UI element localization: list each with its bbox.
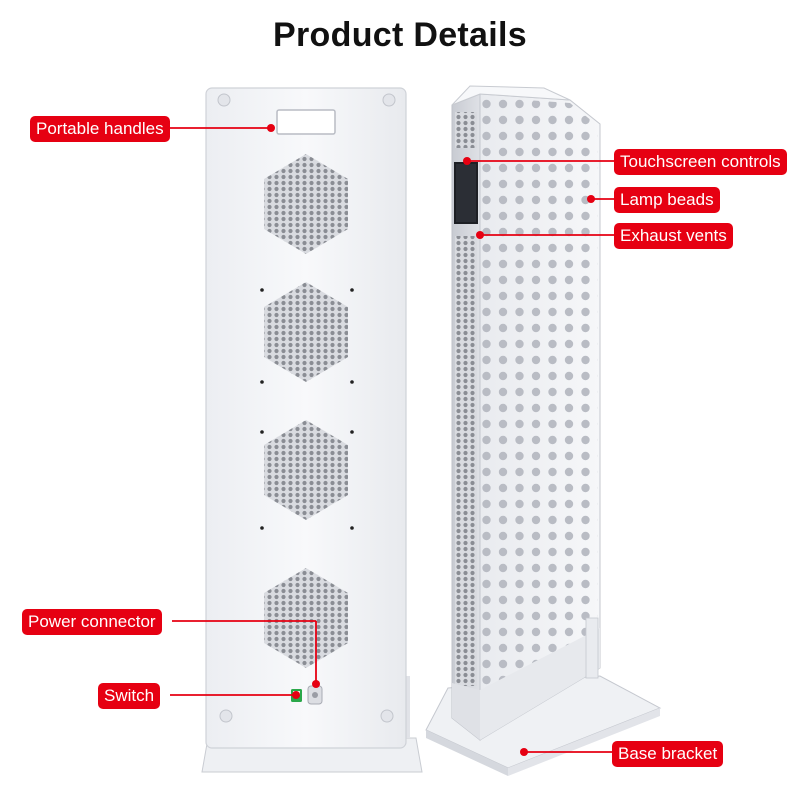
- callout-exhaust-vents: Exhaust vents: [614, 223, 733, 249]
- leader-dots: [267, 124, 595, 756]
- lamp-bead-array: [482, 97, 598, 737]
- fan-grille-2: [264, 282, 348, 382]
- callout-power-connector: Power connector: [22, 609, 162, 635]
- callout-lamp-beads: Lamp beads: [614, 187, 720, 213]
- callout-portable-handles: Portable handles: [30, 116, 170, 142]
- fan-grille-3: [264, 420, 348, 520]
- handle-slot: [276, 109, 336, 135]
- device-front-view: [425, 85, 662, 776]
- callout-touchscreen-controls: Touchscreen controls: [614, 149, 787, 175]
- device-back-view: [201, 87, 423, 773]
- callout-switch: Switch: [98, 683, 161, 709]
- top-vent: [455, 112, 477, 148]
- callout-base-bracket: Base bracket: [612, 741, 724, 767]
- exhaust-vent-strip: [455, 236, 477, 686]
- page-title: Product Details: [273, 16, 527, 54]
- fan-grille-1: [264, 154, 348, 254]
- fan-grille-4: [264, 568, 348, 668]
